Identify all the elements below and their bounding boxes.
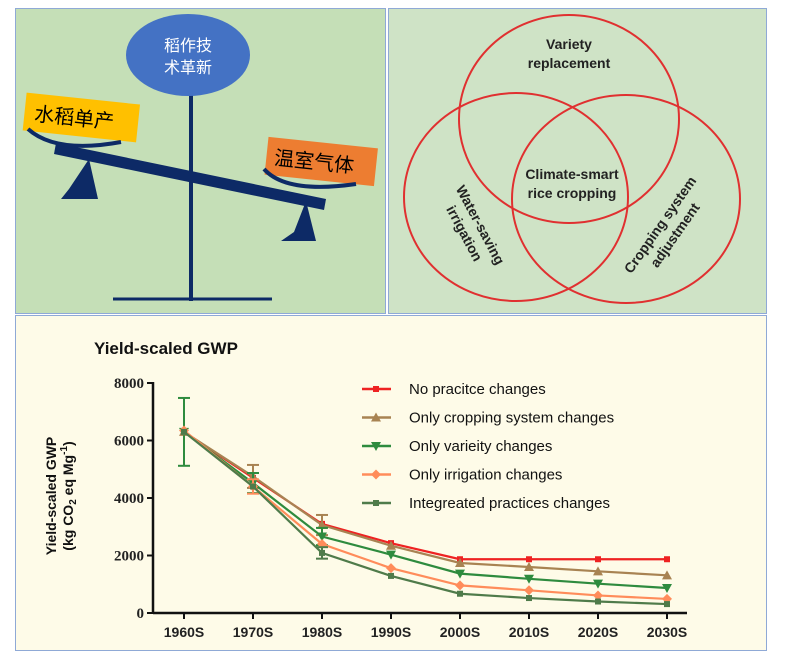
- data-point: [457, 590, 463, 597]
- y-axis-label-line1: Yield-scaled GWP: [43, 437, 59, 556]
- data-point: [524, 574, 534, 584]
- data-point: [593, 566, 603, 576]
- legend-label: No pracitce changes: [409, 381, 546, 398]
- data-point: [455, 557, 465, 567]
- data-point: [386, 550, 396, 560]
- legend-item: No pracitce changes: [362, 381, 546, 398]
- venn-diagram: Variety replacement Climate-smart rice c…: [403, 14, 741, 304]
- legend-item: Only cropping system changes: [362, 410, 614, 427]
- legend-marker: [371, 412, 381, 422]
- balance-beam: [54, 143, 326, 210]
- x-tick-label: 2020S: [578, 624, 618, 640]
- data-point: [595, 598, 601, 605]
- innovation-label-line1: 稻作技: [164, 36, 212, 55]
- legend-marker: [371, 442, 381, 451]
- yield-box: 水稻单产: [22, 92, 141, 143]
- series-line: [183, 431, 668, 606]
- balance-illustration: 稻作技 术革新 水稻单产 温室气体: [22, 14, 378, 301]
- ghg-box: 温室气体: [264, 136, 378, 187]
- center-label-line1: Climate-smart: [525, 166, 619, 182]
- x-tick-label: 1980S: [302, 624, 342, 640]
- legend-marker: [371, 469, 381, 480]
- data-point: [524, 562, 534, 571]
- chart-title: Yield-scaled GWP: [94, 339, 238, 358]
- series-4: [181, 428, 670, 608]
- legend-item: Only varieity changes: [362, 438, 552, 455]
- data-point: [662, 570, 672, 580]
- data-point: [664, 601, 670, 608]
- data-point: [593, 590, 603, 601]
- data-point: [250, 483, 256, 490]
- data-point: [388, 572, 394, 579]
- chart-panel: Yield-scaled GWP Yield-scaled GWP (kg CO…: [15, 315, 767, 651]
- data-point: [524, 585, 534, 596]
- data-point: [317, 532, 327, 542]
- balance-panel: 稻作技 术革新 水稻单产 温室气体: [15, 8, 386, 314]
- x-tick-label: 2030S: [647, 624, 687, 640]
- legend-item: Only irrigation changes: [362, 467, 562, 484]
- data-point: [386, 540, 396, 550]
- x-tick-label: 1990S: [371, 624, 411, 640]
- data-point: [386, 563, 396, 574]
- data-point: [526, 595, 532, 602]
- venn-circle-irrigation: [403, 92, 629, 302]
- data-point: [593, 579, 603, 589]
- legend-label: Only varieity changes: [409, 438, 552, 455]
- center-label-line2: rice cropping: [528, 185, 617, 201]
- venn-circle-variety: [458, 14, 680, 224]
- legend-item: Integreated practices changes: [362, 495, 610, 512]
- data-point: [181, 428, 187, 435]
- gwp-line-chart: Yield-scaled GWP Yield-scaled GWP (kg CO…: [43, 339, 687, 640]
- innovation-ellipse: [126, 14, 250, 96]
- venn-circle-cropping: [511, 94, 741, 304]
- y-tick-label: 4000: [114, 491, 144, 507]
- legend-label: Only cropping system changes: [409, 410, 614, 427]
- x-tick-label: 1970S: [233, 624, 273, 640]
- venn-panel: Variety replacement Climate-smart rice c…: [388, 8, 767, 314]
- y-tick-label: 2000: [114, 549, 144, 565]
- legend-label: Integreated practices changes: [409, 495, 610, 512]
- legend-marker: [373, 500, 379, 506]
- left-pan: [26, 127, 122, 148]
- series-1: [179, 426, 672, 580]
- legend-marker: [373, 386, 379, 392]
- series-line: [183, 430, 668, 577]
- y-tick-label: 6000: [114, 434, 144, 450]
- right-fulcrum-icon: [281, 201, 316, 241]
- x-tick-label: 1960S: [164, 624, 204, 640]
- variety-label-line1: Variety: [546, 36, 592, 52]
- series-line: [183, 430, 668, 590]
- y-axis-label-line2: (kg CO2 eq Mg-1): [59, 441, 79, 550]
- data-point: [526, 556, 532, 563]
- data-point: [662, 583, 672, 593]
- x-tick-label: 2000S: [440, 624, 480, 640]
- data-point: [595, 556, 601, 563]
- legend-label: Only irrigation changes: [409, 467, 562, 484]
- data-point: [317, 520, 327, 530]
- right-pan: [262, 167, 357, 189]
- y-tick-label: 0: [137, 606, 145, 622]
- data-point: [664, 556, 670, 563]
- left-fulcrum-icon: [61, 159, 98, 199]
- y-tick-label: 8000: [114, 376, 144, 392]
- data-point: [319, 549, 325, 556]
- data-point: [455, 580, 465, 591]
- data-point: [455, 569, 465, 579]
- innovation-label-line2: 术革新: [164, 58, 212, 77]
- variety-label-line2: replacement: [528, 55, 611, 71]
- x-tick-label: 2010S: [509, 624, 549, 640]
